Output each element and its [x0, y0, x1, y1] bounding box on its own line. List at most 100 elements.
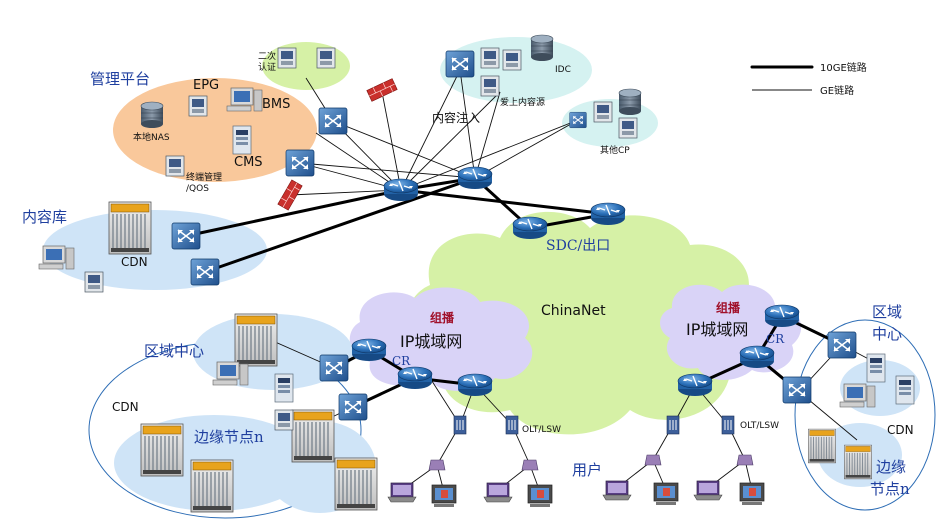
user-laptop-4-icon: [693, 480, 723, 501]
content-lib-switch-top[interactable]: [171, 222, 201, 250]
sdc-router-right[interactable]: [590, 202, 626, 226]
content-lib-pc-icon: [38, 245, 75, 270]
metro-right-router-3[interactable]: [677, 373, 713, 397]
legend-ge-label: GE链路: [820, 84, 854, 97]
other-cp-label: 其他CP: [600, 144, 630, 156]
sdc-exit-label: SDC/出口: [546, 238, 610, 254]
secondary-auth-label: 二次: [258, 50, 276, 62]
mgmt-switch-top[interactable]: [318, 107, 348, 135]
region-center-right-tower-icon-2: [895, 375, 915, 405]
olt-left-1-icon: [453, 415, 467, 435]
auth-server-icon-2: [316, 47, 336, 69]
bms-label: BMS: [262, 97, 290, 112]
edge-node-left-label: 边缘节点n: [194, 428, 264, 446]
idc-switch[interactable]: [445, 50, 475, 78]
other-cp-switch[interactable]: [569, 111, 587, 129]
region-center-right-label-2: 中心: [872, 325, 902, 343]
user-laptop-1-icon: [387, 482, 417, 503]
content-library-label: 内容库: [22, 208, 67, 226]
edge-node-left-server-icon: [274, 409, 294, 431]
other-cp-server-icon-2: [618, 117, 638, 139]
idc-server-icon-2: [502, 49, 522, 71]
right-cdn-switch-bottom[interactable]: [782, 376, 812, 404]
firewall-top: [366, 78, 398, 102]
mgmt-switch-bottom[interactable]: [285, 149, 315, 177]
user-tv-3-icon: [653, 482, 679, 506]
epg-server-icon: [188, 95, 208, 117]
left-cdn-label: CDN: [112, 400, 139, 414]
region-center-left-pc-icon: [212, 361, 249, 386]
edge-node-left-rack-icon-4: [334, 457, 378, 511]
local-nas-label: 本地NAS: [133, 131, 170, 143]
terminal-mgmt-qos-label: /QOS: [186, 184, 209, 194]
metro-right-cr-router[interactable]: [764, 304, 800, 328]
olt-lsw-left-label: OLT/LSW: [522, 425, 561, 435]
auth-server-icon-1: [277, 47, 297, 69]
sdc-router-left[interactable]: [512, 216, 548, 240]
user-tv-2-icon: [527, 484, 553, 508]
content-lib-server-icon: [84, 271, 104, 293]
metro-left-router-2[interactable]: [397, 366, 433, 390]
edge-node-right-rack-icon-2: [843, 444, 873, 480]
user-tv-4-icon: [739, 482, 765, 506]
idc-disk-icon: [530, 34, 554, 62]
onu-2-icon: [521, 459, 539, 471]
region-center-right-pc-icon: [839, 383, 876, 408]
content-library-region: [43, 210, 267, 290]
onu-4-icon: [736, 454, 754, 466]
content-lib-switch-bottom[interactable]: [190, 258, 220, 286]
metro-right-router-2[interactable]: [739, 345, 775, 369]
edge-node-left-rack-icon-1: [140, 423, 184, 477]
cms-label: CMS: [234, 155, 263, 170]
onu-1-icon: [428, 459, 446, 471]
left-cdn-switch-top[interactable]: [319, 354, 349, 382]
terminal-mgmt-icon: [165, 155, 185, 177]
edge-node-right-label: 边缘: [876, 458, 906, 476]
core-router-left[interactable]: [383, 178, 419, 202]
edge-node-left-rack-icon-3: [291, 409, 335, 463]
content-lib-rack-icon: [108, 201, 152, 255]
aishang-source-label: 爱上内容源: [500, 96, 545, 108]
content-injection-label: 内容注入: [432, 110, 480, 125]
cr-right-label: CR: [766, 332, 785, 346]
metro-left-cr-router[interactable]: [351, 338, 387, 362]
onu-3-icon: [644, 454, 662, 466]
secondary-auth-label-2: 认证: [258, 61, 276, 73]
chinanet-label: ChinaNet: [541, 303, 606, 319]
user-laptop-3-icon: [602, 480, 632, 501]
content-lib-cdn-label: CDN: [121, 255, 148, 269]
core-router-right[interactable]: [457, 166, 493, 190]
region-center-right-label: 区域: [872, 303, 902, 321]
bms-server-icon: [226, 87, 263, 112]
edge-node-right-rack-icon-1: [807, 428, 837, 464]
region-center-left-label: 区域中心: [144, 342, 204, 360]
region-center-left-rack-icon: [234, 313, 278, 367]
cms-server-icon: [232, 125, 252, 155]
cr-left-label: CR: [392, 354, 411, 368]
olt-right-1-icon: [666, 415, 680, 435]
local-nas-disk-icon: [140, 101, 164, 129]
olt-lsw-right-label: OLT/LSW: [740, 421, 779, 431]
management-region: [113, 78, 317, 182]
other-cp-disk-icon: [618, 88, 642, 116]
chinanet-cloud: [407, 211, 767, 435]
multicast-left-label: 组播: [430, 310, 455, 325]
region-center-left-tower-icon: [274, 373, 294, 403]
user-tv-1-icon: [431, 484, 457, 508]
terminal-mgmt-label: 终端管理: [186, 171, 222, 183]
edge-node-left-rack-icon-2: [190, 459, 234, 513]
olt-left-2-icon: [505, 415, 519, 435]
user-laptop-2-icon: [483, 482, 513, 503]
idc-label: IDC: [555, 65, 571, 75]
users-label: 用户: [572, 461, 602, 479]
aishang-server-icon: [480, 75, 500, 97]
right-cdn-label: CDN: [887, 423, 914, 437]
metro-left-router-3[interactable]: [457, 373, 493, 397]
epg-label: EPG: [193, 78, 219, 93]
left-cdn-switch-bottom[interactable]: [338, 393, 368, 421]
management-platform-label: 管理平台: [90, 70, 150, 88]
olt-right-2-icon: [721, 415, 735, 435]
edge-node-right-label-2: 节点n: [870, 480, 910, 498]
right-cdn-switch-top[interactable]: [827, 331, 857, 359]
